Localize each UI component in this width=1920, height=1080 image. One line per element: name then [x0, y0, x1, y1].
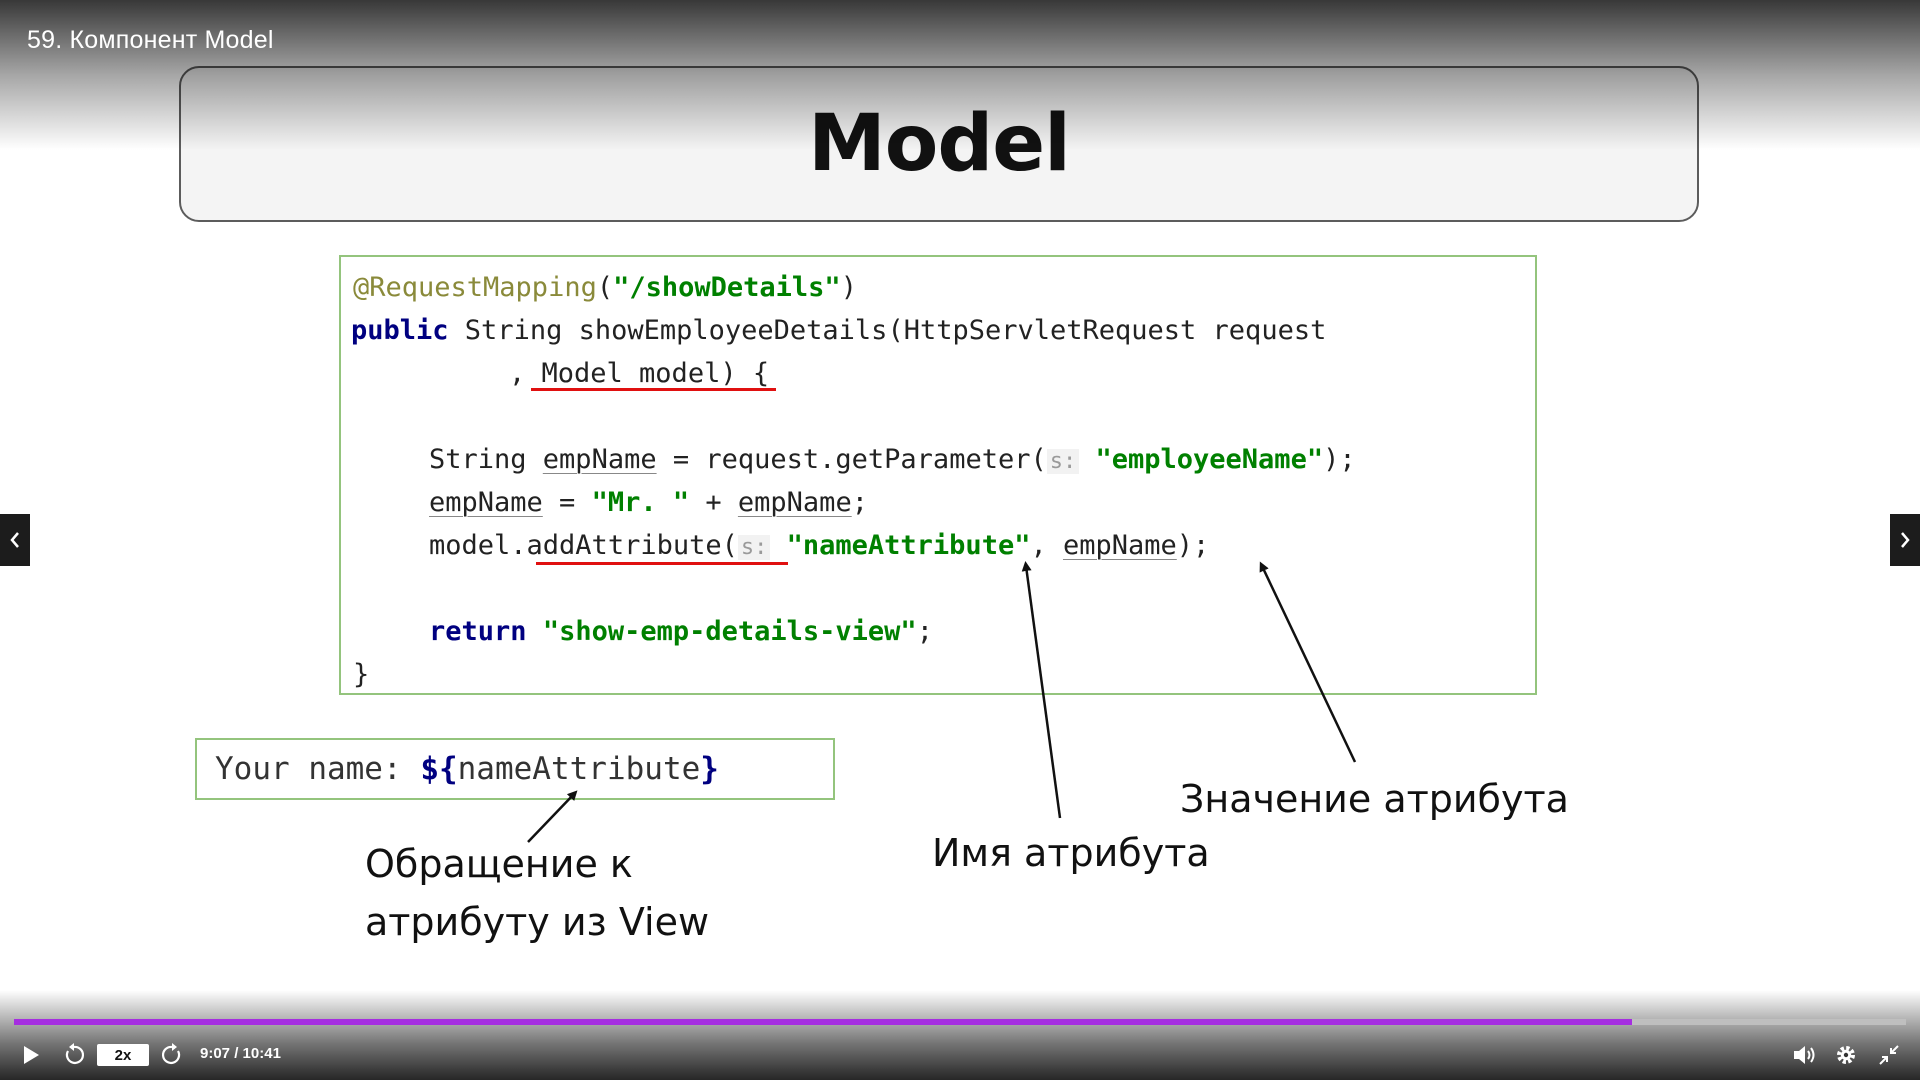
- param-hint: s:: [1046, 449, 1080, 474]
- rewind-icon: [65, 1043, 85, 1064]
- exit-fullscreen-icon: [1879, 1045, 1899, 1065]
- code-string: "show-emp-details-view": [542, 616, 917, 647]
- jsp-expr-close: }: [700, 751, 719, 787]
- caption-access-line2: атрибуту из View: [365, 900, 710, 944]
- rewind-button[interactable]: [60, 1041, 88, 1069]
- code-line-7: return "show-emp-details-view";: [429, 618, 933, 645]
- volume-icon: [1794, 1046, 1815, 1064]
- jsp-text: Your name:: [215, 751, 421, 787]
- jsp-expr-name: nameAttribute: [457, 751, 701, 787]
- code-text: String showEmployeeDetails(HttpServletRe…: [448, 315, 1327, 346]
- code-line-3: , Model model) {: [509, 360, 769, 387]
- forward-button[interactable]: [158, 1041, 186, 1069]
- code-text: );: [1323, 444, 1356, 475]
- code-text: ;: [916, 616, 933, 647]
- code-string: "nameAttribute": [786, 530, 1031, 561]
- code-var: empName: [542, 444, 657, 475]
- code-text: );: [1176, 530, 1210, 561]
- arrow-to-attribute-name: [1021, 561, 1062, 819]
- prev-lesson-button[interactable]: [0, 514, 30, 566]
- progress-bar[interactable]: [14, 1019, 1906, 1025]
- code-keyword: public: [351, 315, 449, 346]
- code-text: (: [596, 272, 614, 303]
- chevron-left-icon: [10, 532, 19, 548]
- code-text: {: [736, 358, 770, 389]
- play-button[interactable]: [18, 1042, 44, 1068]
- code-line-6: model.addAttribute(s: "nameAttribute", e…: [429, 530, 1210, 561]
- controls-overlay: [0, 990, 1920, 1080]
- play-icon: [24, 1046, 39, 1064]
- code-text: +: [689, 487, 738, 518]
- arrow-to-jsp-attribute: [527, 790, 578, 843]
- code-string: "/showDetails": [613, 272, 841, 303]
- code-string: "employeeName": [1095, 444, 1324, 475]
- code-line-8: }: [353, 661, 369, 688]
- code-text: ): [840, 272, 857, 303]
- code-line-1: @RequestMapping("/showDetails"): [353, 274, 857, 301]
- code-text: ;: [851, 487, 868, 518]
- code-var: empName: [737, 487, 852, 518]
- code-string: "Mr. ": [591, 487, 690, 518]
- time-current: 9:07: [200, 1045, 231, 1062]
- highlight-underline-add-attribute: [536, 562, 788, 565]
- exit-fullscreen-button[interactable]: [1874, 1041, 1904, 1069]
- code-annotation: @RequestMapping: [353, 272, 597, 303]
- time-separator: /: [230, 1045, 243, 1062]
- video-title: 59. Компонент Model: [27, 26, 274, 54]
- code-text: String: [429, 444, 543, 475]
- progress-fill: [14, 1019, 1632, 1025]
- code-text: ,: [509, 358, 542, 389]
- jsp-expr-open: ${: [420, 751, 458, 787]
- code-method: .addAttribute(: [510, 530, 738, 561]
- gear-icon: [1837, 1046, 1855, 1064]
- caption-attribute-value: Значение атрибута: [1180, 777, 1569, 821]
- top-overlay: [0, 0, 1920, 150]
- highlight-underline-model-param: [531, 388, 776, 391]
- time-total: 10:41: [242, 1045, 281, 1062]
- playback-speed-button[interactable]: 2x: [97, 1044, 149, 1066]
- code-keyword: return: [429, 616, 527, 647]
- code-param: Model model): [541, 358, 737, 389]
- code-line-2: public String showEmployeeDetails(HttpSe…: [351, 317, 1326, 344]
- code-text: ,: [1030, 530, 1063, 561]
- jsp-snippet: Your name: ${nameAttribute}: [195, 738, 835, 800]
- code-var: empName: [429, 487, 543, 518]
- code-text: }: [353, 659, 370, 690]
- caption-attribute-name: Имя атрибута: [932, 831, 1210, 875]
- caption-access-line1: Обращение к: [365, 842, 633, 886]
- param-hint: s:: [737, 535, 771, 560]
- chevron-right-icon: [1901, 532, 1910, 548]
- code-text: model: [429, 530, 511, 561]
- next-lesson-button[interactable]: [1890, 514, 1920, 566]
- code-line-5: empName = "Mr. " + empName;: [429, 489, 868, 516]
- time-display: 9:07 / 10:41: [200, 1045, 281, 1062]
- code-text: = request.getParameter(: [656, 444, 1047, 475]
- arrow-to-attribute-value: [1259, 561, 1357, 763]
- code-line-4: String empName = request.getParameter(s:…: [429, 444, 1356, 475]
- forward-icon: [161, 1043, 181, 1064]
- volume-button[interactable]: [1790, 1041, 1820, 1069]
- code-text: =: [542, 487, 592, 518]
- code-block: @RequestMapping("/showDetails") public S…: [339, 255, 1537, 695]
- code-var: empName: [1062, 530, 1177, 561]
- settings-button[interactable]: [1831, 1041, 1861, 1069]
